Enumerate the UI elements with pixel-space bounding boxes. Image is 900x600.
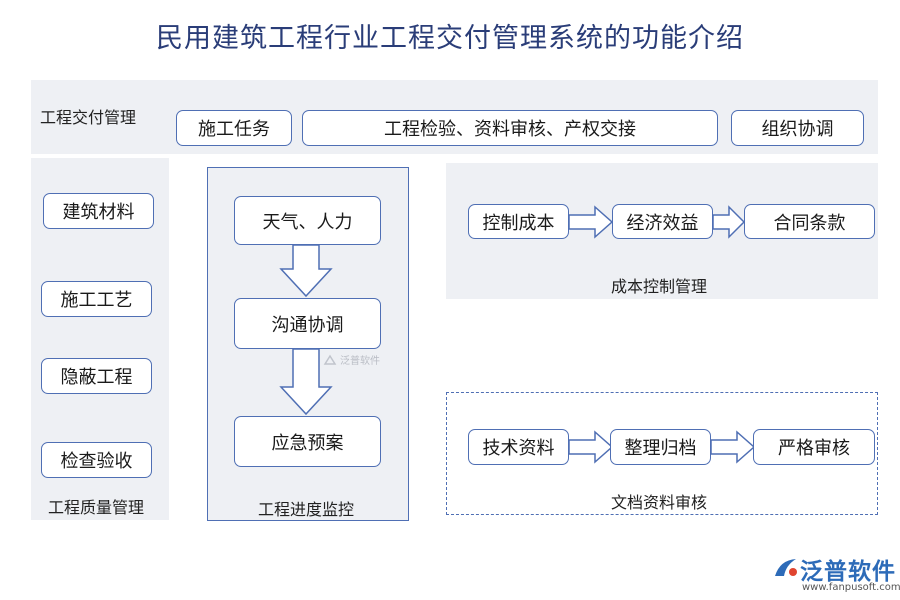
center-watermark-text: 泛普软件 [340, 356, 380, 367]
quality-item-process: 施工工艺 [41, 281, 152, 317]
docs-step-archiving: 整理归档 [610, 429, 711, 465]
down-arrow-1-icon [279, 244, 333, 298]
right-arrow-cost-1-icon [568, 205, 614, 239]
progress-panel-label: 工程进度监控 [258, 500, 355, 519]
brand-logo-icon [775, 559, 797, 576]
progress-step-emergency-plan: 应急预案 [234, 416, 381, 467]
center-watermark: 泛普软件 [323, 352, 380, 367]
brand-name: 泛普软件 [800, 559, 896, 585]
docs-step-strict-review: 严格审核 [753, 429, 875, 465]
watermark-logo-icon [323, 354, 337, 365]
delivery-item-inspection-review-handover: 工程检验、资料审核、产权交接 [302, 110, 718, 146]
right-arrow-docs-2-icon [710, 430, 756, 464]
page-title: 民用建筑工程行业工程交付管理系统的功能介绍 [156, 23, 744, 54]
quality-item-acceptance: 检查验收 [41, 442, 152, 478]
delivery-panel-label: 工程交付管理 [40, 108, 137, 127]
cost-step-economic-benefit: 经济效益 [612, 204, 713, 239]
progress-step-weather-labor: 天气、人力 [234, 196, 381, 245]
delivery-item-coordination: 组织协调 [731, 110, 864, 146]
brand-url: www.fanpusoft.com [802, 582, 900, 593]
right-arrow-cost-2-icon [712, 205, 746, 239]
delivery-item-construction-task: 施工任务 [176, 110, 292, 146]
quality-panel-label: 工程质量管理 [48, 498, 145, 517]
docs-panel-label: 文档资料审核 [611, 493, 708, 512]
right-arrow-docs-1-icon [568, 430, 614, 464]
down-arrow-2-icon [279, 348, 333, 416]
cost-step-contract-terms: 合同条款 [744, 204, 875, 239]
brand-logo: 泛普软件 www.fanpusoft.com [770, 552, 900, 598]
progress-step-communication: 沟通协调 [234, 298, 381, 349]
cost-step-control-cost: 控制成本 [468, 204, 569, 239]
docs-step-technical-data: 技术资料 [468, 429, 569, 465]
quality-item-materials: 建筑材料 [43, 193, 154, 229]
quality-item-concealed-works: 隐蔽工程 [41, 358, 152, 394]
cost-panel-label: 成本控制管理 [611, 277, 708, 296]
